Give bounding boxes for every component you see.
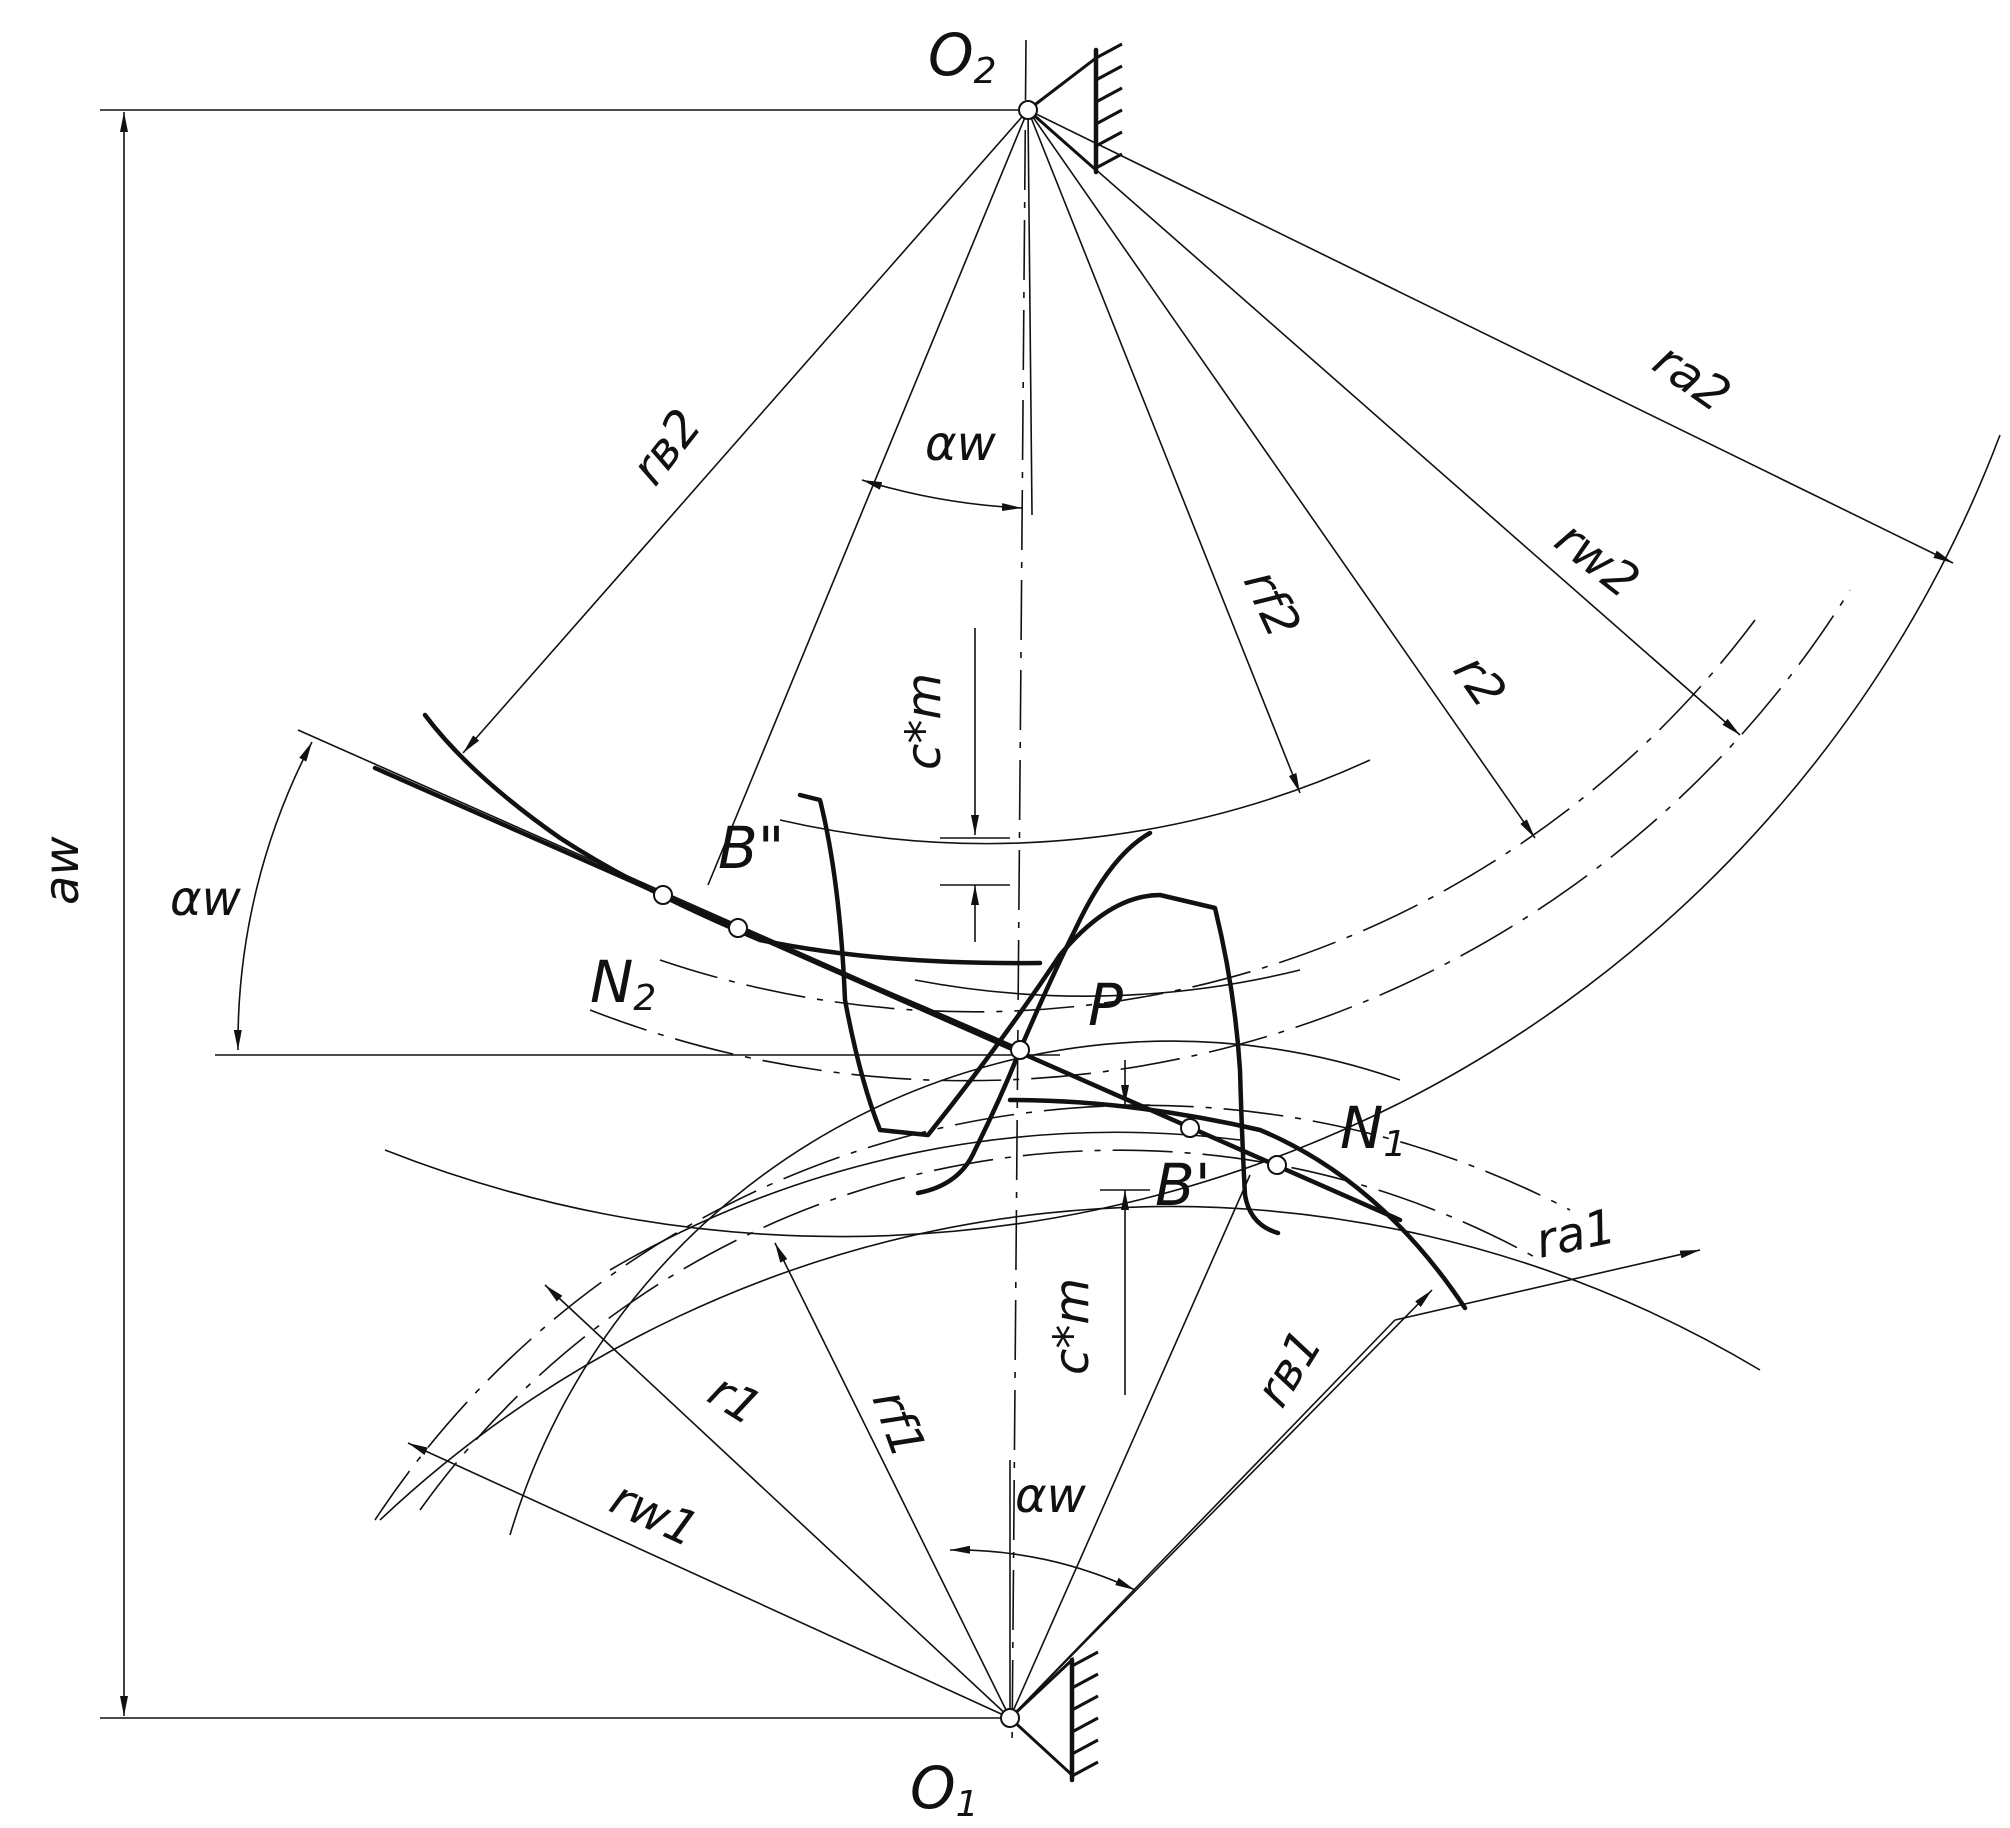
point-n2 bbox=[653, 885, 673, 905]
label-rw2: rw2 bbox=[1545, 510, 1650, 609]
center-distance-dimension bbox=[100, 109, 1020, 1719]
label-p: P bbox=[1088, 971, 1123, 1039]
label-r2: r2 bbox=[1442, 645, 1517, 718]
point-p bbox=[1010, 1040, 1030, 1060]
label-alpha-w-top: αw bbox=[925, 416, 997, 472]
label-rb2: rв2 bbox=[620, 399, 712, 495]
labels: O2 O1 aw αw αw αw rв2 ra2 rw2 rf2 r2 c*m… bbox=[34, 21, 1741, 1825]
lower-pivot-support bbox=[1008, 1650, 1099, 1783]
label-rf2: rf2 bbox=[1232, 561, 1311, 646]
label-o2: O2 bbox=[928, 21, 997, 92]
label-o1: O1 bbox=[910, 1754, 979, 1825]
label-ra2: ra2 bbox=[1643, 332, 1740, 424]
label-alpha-w-bottom: αw bbox=[1015, 1468, 1087, 1524]
upper-pivot-support bbox=[1027, 42, 1123, 175]
point-b-double bbox=[728, 918, 748, 938]
label-n2: N2 bbox=[590, 948, 656, 1019]
label-rb1: rв1 bbox=[1245, 1320, 1334, 1416]
point-n1 bbox=[1267, 1155, 1287, 1175]
label-rf1: rf1 bbox=[861, 1383, 937, 1465]
point-o2 bbox=[1018, 100, 1038, 120]
label-rw1: rw1 bbox=[602, 1470, 707, 1559]
points bbox=[653, 100, 1287, 1728]
gear2-circles bbox=[384, 434, 2001, 1238]
label-ra1: ra1 bbox=[1531, 1198, 1621, 1269]
label-aw: aw bbox=[34, 836, 90, 905]
label-cm-bottom: c*m bbox=[1044, 1278, 1100, 1375]
center-line bbox=[1011, 39, 1027, 1751]
angle-arcs bbox=[233, 479, 1136, 1591]
point-o1 bbox=[1000, 1708, 1020, 1728]
label-b-single: B' bbox=[1155, 1151, 1211, 1219]
label-n1: N1 bbox=[1340, 1094, 1406, 1165]
gear1-radii bbox=[407, 1174, 1701, 1719]
label-alpha-w-left: αw bbox=[170, 871, 242, 927]
point-b-single bbox=[1180, 1118, 1200, 1138]
label-cm-top: c*m bbox=[896, 673, 952, 770]
label-b-double: B" bbox=[718, 814, 784, 882]
gear2-radii bbox=[462, 109, 1954, 886]
label-r1: r1 bbox=[699, 1363, 771, 1437]
